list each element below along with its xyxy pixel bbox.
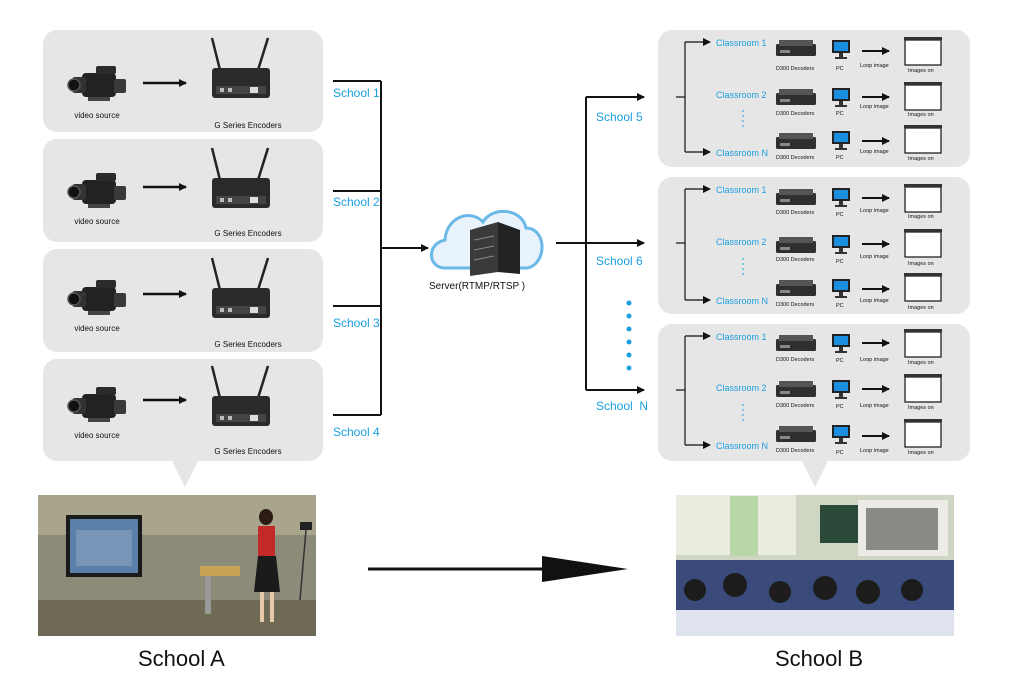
video-source-icon xyxy=(67,65,127,102)
decoder-label: D300 Decoders xyxy=(776,257,815,263)
encoder-label: G Series Encoders xyxy=(214,447,282,456)
images-label: Images on xyxy=(908,305,934,311)
encoder-label: G Series Encoders xyxy=(214,229,282,238)
loop-label: Loop image xyxy=(860,149,889,155)
loop-label: Loop image xyxy=(860,448,889,454)
video-source-label: video source xyxy=(74,111,120,120)
decoder-label: D300 Decoders xyxy=(776,302,815,308)
school-n-label: School N xyxy=(596,399,649,413)
decoder-label: D300 Decoders xyxy=(776,155,815,161)
classroom-label: Classroom 1 xyxy=(716,38,767,48)
encoder-icon xyxy=(210,36,272,100)
encoder-icon xyxy=(210,256,272,320)
loop-label: Loop image xyxy=(860,104,889,110)
pc-label: PC xyxy=(836,358,844,364)
school-a-label: School A xyxy=(138,646,225,671)
classroom-label: Classroom N xyxy=(716,148,769,158)
images-label: Images on xyxy=(908,156,934,162)
images-label: Images on xyxy=(908,360,934,366)
pc-label: PC xyxy=(836,66,844,72)
server-label: Server(RTMP/RTSP ) xyxy=(429,281,526,292)
school-a-photo xyxy=(38,495,316,636)
video-source-label: video source xyxy=(74,217,120,226)
school-1-label: School 1 xyxy=(333,86,380,100)
decoder-label: D300 Decoders xyxy=(776,111,815,117)
school-6-label: School 6 xyxy=(596,254,643,268)
school-4-label: School 4 xyxy=(333,425,380,439)
video-source-label: video source xyxy=(74,324,120,333)
decoder-label: D300 Decoders xyxy=(776,210,815,216)
video-source-icon xyxy=(67,172,127,209)
classroom-label: Classroom 2 xyxy=(716,90,767,100)
decoder-label: D300 Decoders xyxy=(776,357,815,363)
classroom-label: Classroom 2 xyxy=(716,383,767,393)
video-source-icon xyxy=(67,279,127,316)
bubble-pointer-left xyxy=(172,461,198,487)
school-connector-lines xyxy=(333,80,382,416)
classroom-devices xyxy=(776,36,943,448)
decoder-label: D300 Decoders xyxy=(776,448,815,454)
cloud-server-icon xyxy=(430,209,544,276)
school-b-photo xyxy=(676,495,954,636)
bubble-pointer-right xyxy=(802,461,828,487)
encoder-icon xyxy=(210,364,272,428)
decoder-label: D300 Decoders xyxy=(776,66,815,72)
classroom-label: Classroom N xyxy=(716,296,769,306)
images-label: Images on xyxy=(908,68,934,74)
classroom-label: Classroom 1 xyxy=(716,332,767,342)
pc-label: PC xyxy=(836,111,844,117)
school-3-label: School 3 xyxy=(333,316,380,330)
pc-label: PC xyxy=(836,450,844,456)
loop-label: Loop image xyxy=(860,357,889,363)
loop-label: Loop image xyxy=(860,403,889,409)
loop-label: Loop image xyxy=(860,254,889,260)
school-b-label: School B xyxy=(775,646,864,671)
school-5-label: School 5 xyxy=(596,110,643,124)
images-label: Images on xyxy=(908,112,934,118)
school-2-label: School 2 xyxy=(333,195,380,209)
encoder-icon xyxy=(210,146,272,210)
decoder-label: D300 Decoders xyxy=(776,403,815,409)
video-source-icon xyxy=(67,386,127,423)
images-label: Images on xyxy=(908,261,934,267)
images-label: Images on xyxy=(908,450,934,456)
encoder-label: G Series Encoders xyxy=(214,121,282,130)
pc-label: PC xyxy=(836,212,844,218)
pc-label: PC xyxy=(836,259,844,265)
images-label: Images on xyxy=(908,214,934,220)
arrow-a-to-b xyxy=(368,556,628,582)
loop-label: Loop image xyxy=(860,208,889,214)
pc-label: PC xyxy=(836,404,844,410)
pc-label: PC xyxy=(836,303,844,309)
classroom-label: Classroom 2 xyxy=(716,237,767,247)
ellipsis-dots xyxy=(626,300,632,371)
classroom-brackets xyxy=(676,38,711,449)
classroom-label: Classroom N xyxy=(716,441,769,451)
images-label: Images on xyxy=(908,405,934,411)
classroom-label: Classroom 1 xyxy=(716,185,767,195)
pc-label: PC xyxy=(836,155,844,161)
loop-label: Loop image xyxy=(860,63,889,69)
video-source-label: video source xyxy=(74,431,120,440)
distribution-lines xyxy=(556,97,587,390)
encoder-label: G Series Encoders xyxy=(214,340,282,349)
loop-label: Loop image xyxy=(860,298,889,304)
